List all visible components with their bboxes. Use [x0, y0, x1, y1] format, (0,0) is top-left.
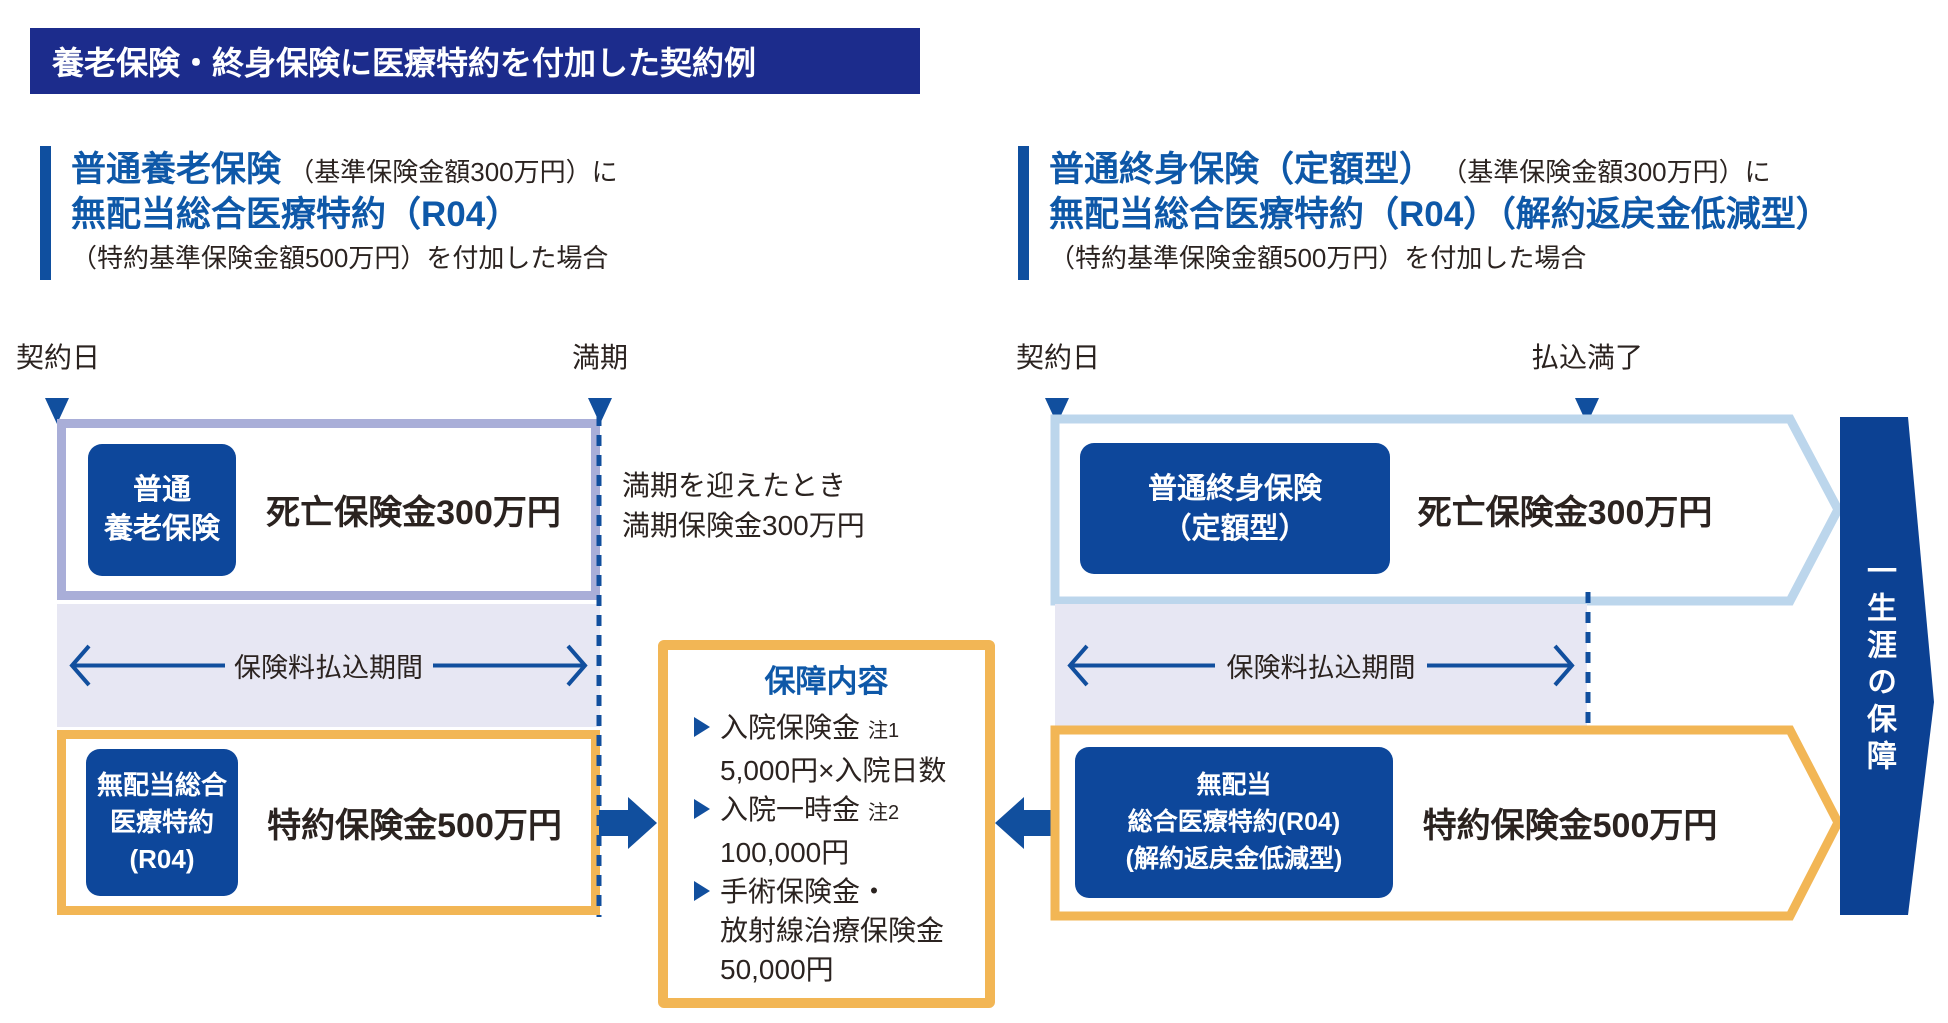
right-period-arrow-icon — [1067, 644, 1575, 687]
left-rider-amount-note: （特約基準保険金額500万円）を付加した場合 — [71, 243, 609, 273]
endowment-death-benefit: 死亡保険金300万円 — [266, 494, 561, 532]
right-rider-name: 無配当総合医療特約（R04）（解約返戻金低減型） — [1049, 195, 1831, 234]
maturity-note: 満期を迎えたとき 満期保険金300万円 — [622, 466, 865, 546]
diagram-title-bar: 養老保険・終身保険に医療特約を付加した契約例 — [30, 28, 920, 94]
maturity-dashed-line — [596, 415, 602, 917]
right-plan-name-line: 普通終身保険（定額型） （基準保険金額300万円）に — [1049, 150, 1831, 192]
bullet-triangle-icon — [694, 717, 710, 737]
left-plan-name: 普通養老保険 — [71, 150, 282, 189]
endowment-tag: 普通 養老保険 — [88, 443, 236, 576]
left-plan-base-amount: （基準保険金額300万円）に — [288, 157, 618, 187]
arrow-right-icon — [599, 797, 657, 849]
left-plan-name-line: 普通養老保険 （基準保険金額300万円）に — [71, 150, 618, 192]
coverage-note1: 注1 — [868, 720, 900, 742]
right-contract-date-label: 契約日 — [1016, 342, 1101, 373]
right-plan-heading: 普通終身保険（定額型） （基準保険金額300万円）に 無配当総合医療特約（R04… — [1018, 146, 1831, 280]
arrow-left-icon — [995, 797, 1053, 849]
wholelife-death-benefit: 死亡保険金300万円 — [1417, 494, 1713, 532]
left-rider-box: 無配当総合 医療特約 (R04) 特約保険金500万円 — [57, 730, 600, 915]
left-rider-benefit: 特約保険金500万円 — [267, 807, 562, 845]
right-rider-benefit: 特約保険金500万円 — [1422, 807, 1718, 845]
left-premium-period-label: 保険料払込期間 — [234, 653, 423, 683]
endowment-tag-line2: 養老保険 — [103, 512, 220, 545]
left-rider-tag: 無配当総合 医療特約 (R04) — [86, 749, 238, 896]
bullet-triangle-icon — [694, 799, 710, 819]
coverage-title: 保障内容 — [764, 664, 889, 699]
wholelife-tag-line1: 普通終身保険 — [1147, 472, 1322, 505]
left-rider-name: 無配当総合医療特約（R04） — [71, 195, 521, 234]
wholelife-tag-line2: （定額型） — [1162, 512, 1308, 545]
coverage-item-surgery: 手術保険金・ — [694, 872, 985, 911]
left-rider-tag-line1: 無配当総合 — [96, 770, 227, 800]
right-premium-period-label: 保険料払込期間 — [1226, 653, 1416, 683]
bullet-triangle-icon — [694, 881, 710, 901]
coverage-item-surgery-amount: 50,000円 — [720, 954, 834, 985]
coverage-item-lumpsum: 入院一時金注2 — [694, 790, 985, 833]
left-premium-period-band: 保険料払込期間 — [57, 604, 600, 727]
right-paidup-label: 払込満了 — [1531, 342, 1644, 373]
left-contract-date-label: 契約日 — [16, 342, 101, 373]
right-rider-tag-line1: 無配当 — [1196, 771, 1272, 799]
right-rider-tag-line2: 総合医療特約(R04) — [1127, 808, 1341, 836]
maturity-note-line2: 満期保険金300万円 — [622, 510, 865, 541]
right-plan-base-amount: （基準保険金額300万円）に — [1441, 157, 1771, 187]
left-maturity-label: 満期 — [572, 342, 629, 373]
diagram-title: 養老保険・終身保険に医療特約を付加した契約例 — [52, 45, 757, 81]
right-rider-tag: 無配当 総合医療特約(R04) (解約返戻金低減型) — [1075, 747, 1393, 898]
left-plan-heading: 普通養老保険 （基準保険金額300万円）に 無配当総合医療特約（R04） （特約… — [40, 146, 618, 280]
paidup-dashed-line — [1585, 592, 1591, 728]
coverage-item-hospitalization: 入院保険金注1 — [694, 708, 985, 751]
coverage-list: 入院保険金注1 5,000円×入院日数 入院一時金注2 100,000円 手術保… — [668, 708, 985, 989]
endowment-main-box: 普通 養老保険 死亡保険金300万円 — [57, 419, 600, 600]
left-rider-tag-line3: (R04) — [129, 844, 195, 874]
coverage-item-radiation: 放射線治療保険金 — [720, 915, 945, 946]
coverage-box: 保障内容 入院保険金注1 5,000円×入院日数 入院一時金注2 100,000… — [658, 640, 995, 1008]
coverage-item-hospitalization-amount: 5,000円×入院日数 — [720, 755, 947, 786]
right-rider-amount-note: （特約基準保険金額500万円）を付加した場合 — [1049, 243, 1587, 273]
lifetime-banner — [1840, 417, 1934, 915]
endowment-tag-line1: 普通 — [132, 473, 191, 506]
wholelife-tag: 普通終身保険 （定額型） — [1080, 443, 1390, 574]
lifetime-banner-label: 一生涯の保障 — [1862, 555, 1895, 777]
coverage-item-lumpsum-amount: 100,000円 — [720, 837, 850, 868]
maturity-note-line1: 満期を迎えたとき — [622, 470, 847, 501]
right-rider-tag-line3: (解約返戻金低減型) — [1125, 845, 1343, 873]
left-rider-tag-line2: 医療特約 — [109, 807, 214, 837]
left-period-arrow-icon — [69, 644, 588, 687]
right-plan-name: 普通終身保険（定額型） — [1049, 150, 1435, 189]
right-premium-period-band: 保険料払込期間 — [1055, 604, 1587, 727]
coverage-note2: 注2 — [868, 802, 900, 824]
